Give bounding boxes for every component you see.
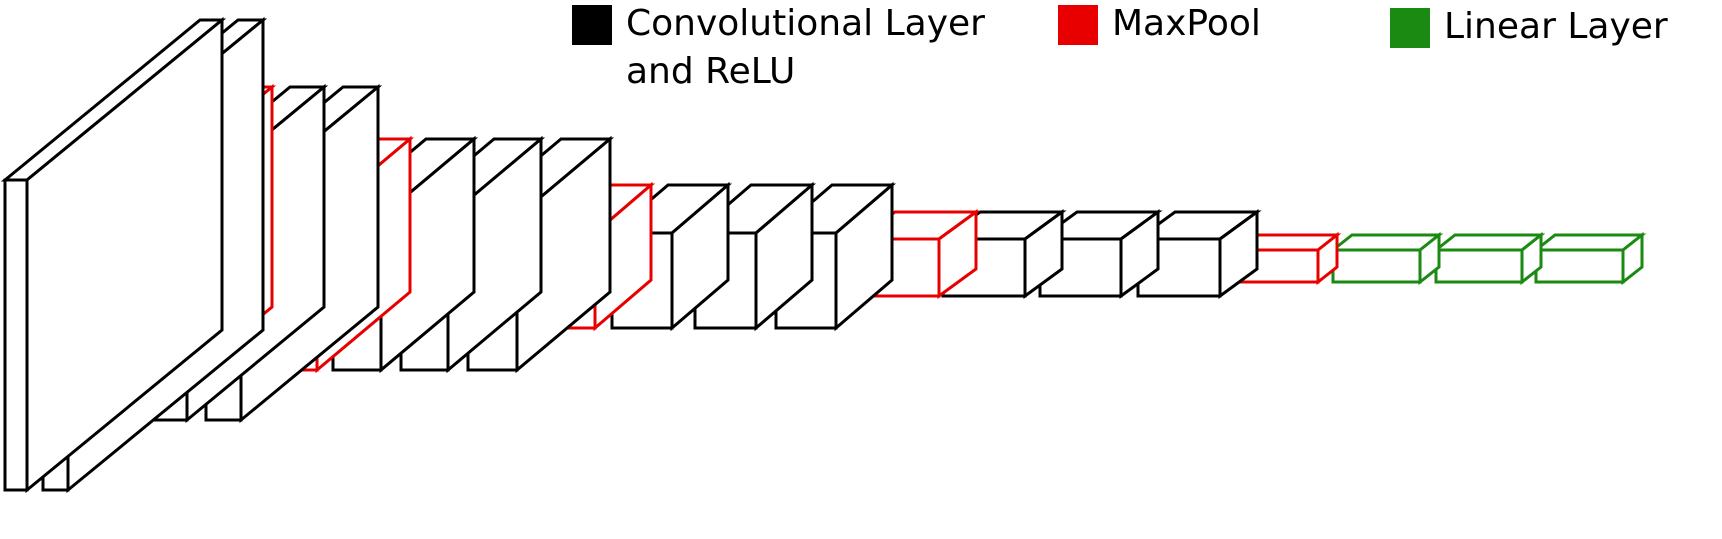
linear-layer-block (1328, 231, 1444, 286)
legend-swatch-linear (1390, 8, 1430, 48)
block-front-face (1434, 248, 1524, 284)
legend-label-linear: Linear Layer (1444, 6, 1668, 47)
legend-label-conv: Convolutional Layer and ReLU (626, 3, 985, 92)
legend-item-linear: Linear Layer (1390, 3, 1668, 51)
legend-label-maxpool: MaxPool (1112, 3, 1261, 44)
block-front-face (1534, 248, 1625, 284)
linear-layer-block (1431, 231, 1546, 286)
block-front-face (1331, 248, 1422, 284)
layer-stack (0, 16, 1647, 494)
linear-layer-block (1531, 231, 1647, 286)
legend-swatch-conv (572, 5, 612, 45)
maxpool-layer-block (1230, 231, 1342, 286)
block-front-face (3, 178, 29, 492)
legend-swatch-maxpool (1058, 5, 1098, 45)
legend-item-conv: Convolutional Layer and ReLU (572, 0, 985, 96)
conv-layer-block (0, 16, 227, 494)
legend-item-maxpool: MaxPool (1058, 0, 1261, 48)
